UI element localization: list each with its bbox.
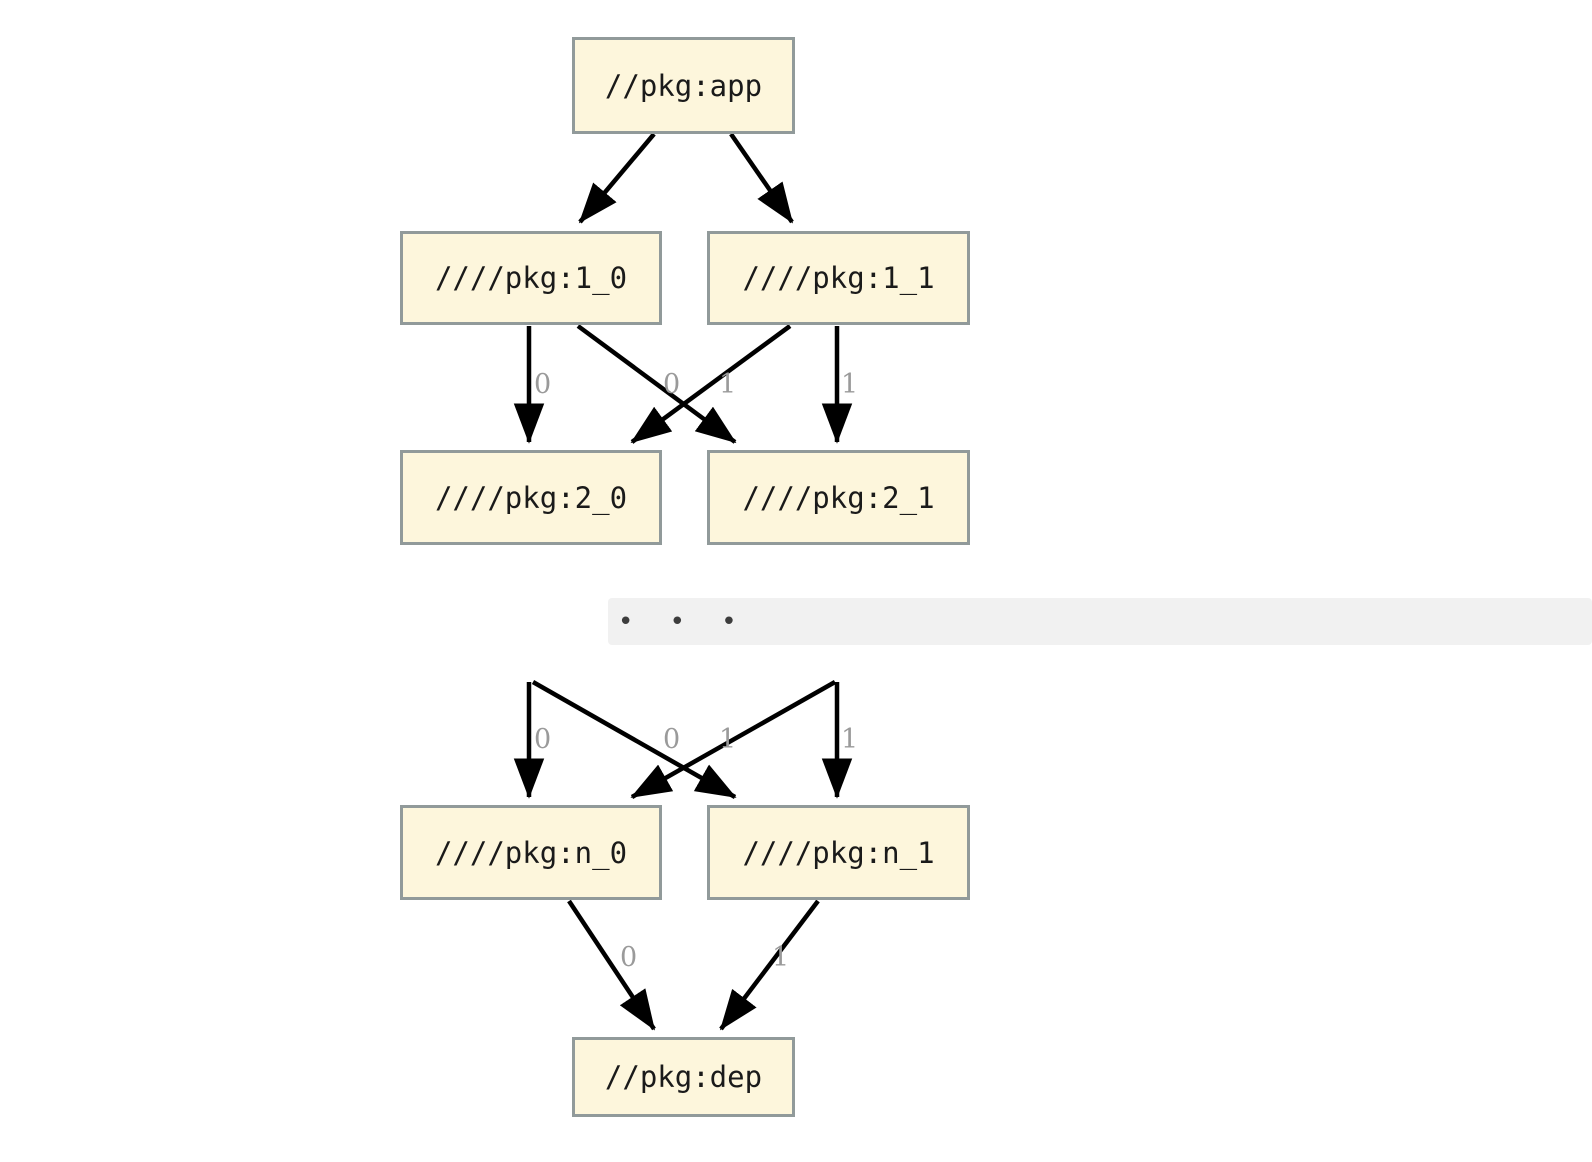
edge-n_0-to-dep <box>567 899 656 1031</box>
edge-label-1_1-to-2_0: 1 <box>719 369 737 400</box>
node-dep[interactable]: //pkg:dep <box>572 1037 795 1117</box>
ellipsis-dots: • • • <box>618 607 751 637</box>
edge-app-to-1_0 <box>578 132 656 224</box>
edge-dangling-to-n_1-cross <box>531 680 737 799</box>
edge-label-dangling-to-n_0-straight: 0 <box>534 724 552 755</box>
edge-label-dangling-to-n_1-cross: 0 <box>663 724 681 755</box>
edge-1_1-to-2_0 <box>630 324 792 444</box>
node-pkg-n_0-label: ////pkg:n_0 <box>434 835 628 870</box>
edge-1_0-to-2_1 <box>576 324 737 444</box>
node-pkg-2_0-label: ////pkg:2_0 <box>434 480 628 515</box>
ellipsis-band: • • • <box>608 598 1592 645</box>
node-pkg-1_1-label: ////pkg:1_1 <box>742 261 935 295</box>
edge-app-to-1_1 <box>729 132 794 224</box>
node-pkg-1_0[interactable]: ////pkg:1_0 <box>400 231 662 325</box>
node-pkg-2_1[interactable]: ////pkg:2_1 <box>707 450 970 545</box>
edge-label-n_1-to-dep: 1 <box>772 942 790 973</box>
node-pkg-n_1[interactable]: ////pkg:n_1 <box>707 805 970 900</box>
node-pkg-1_1[interactable]: ////pkg:1_1 <box>707 231 970 325</box>
node-app[interactable]: //pkg:app <box>572 37 795 134</box>
edge-n_1-to-dep <box>719 899 820 1031</box>
edge-label-1_0-to-2_0: 0 <box>534 369 552 400</box>
node-pkg-2_0[interactable]: ////pkg:2_0 <box>400 450 662 545</box>
edge-label-1_0-to-2_1: 0 <box>663 369 681 400</box>
edge-label-1_1-to-2_1: 1 <box>841 369 859 400</box>
node-pkg-2_1-label: ////pkg:2_1 <box>742 480 935 515</box>
edge-dangling-to-n_0-cross <box>630 680 837 799</box>
edge-label-n_0-to-dep: 0 <box>620 942 638 973</box>
node-dep-label: //pkg:dep <box>604 1060 763 1094</box>
node-pkg-n_0[interactable]: ////pkg:n_0 <box>400 805 662 900</box>
node-pkg-1_0-label: ////pkg:1_0 <box>434 261 628 295</box>
edge-label-dangling-to-n_1-straight: 1 <box>841 724 859 755</box>
edge-label-dangling-to-n_0-cross: 1 <box>719 724 737 755</box>
node-pkg-n_1-label: ////pkg:n_1 <box>742 835 935 870</box>
node-app-label: //pkg:app <box>604 68 763 103</box>
